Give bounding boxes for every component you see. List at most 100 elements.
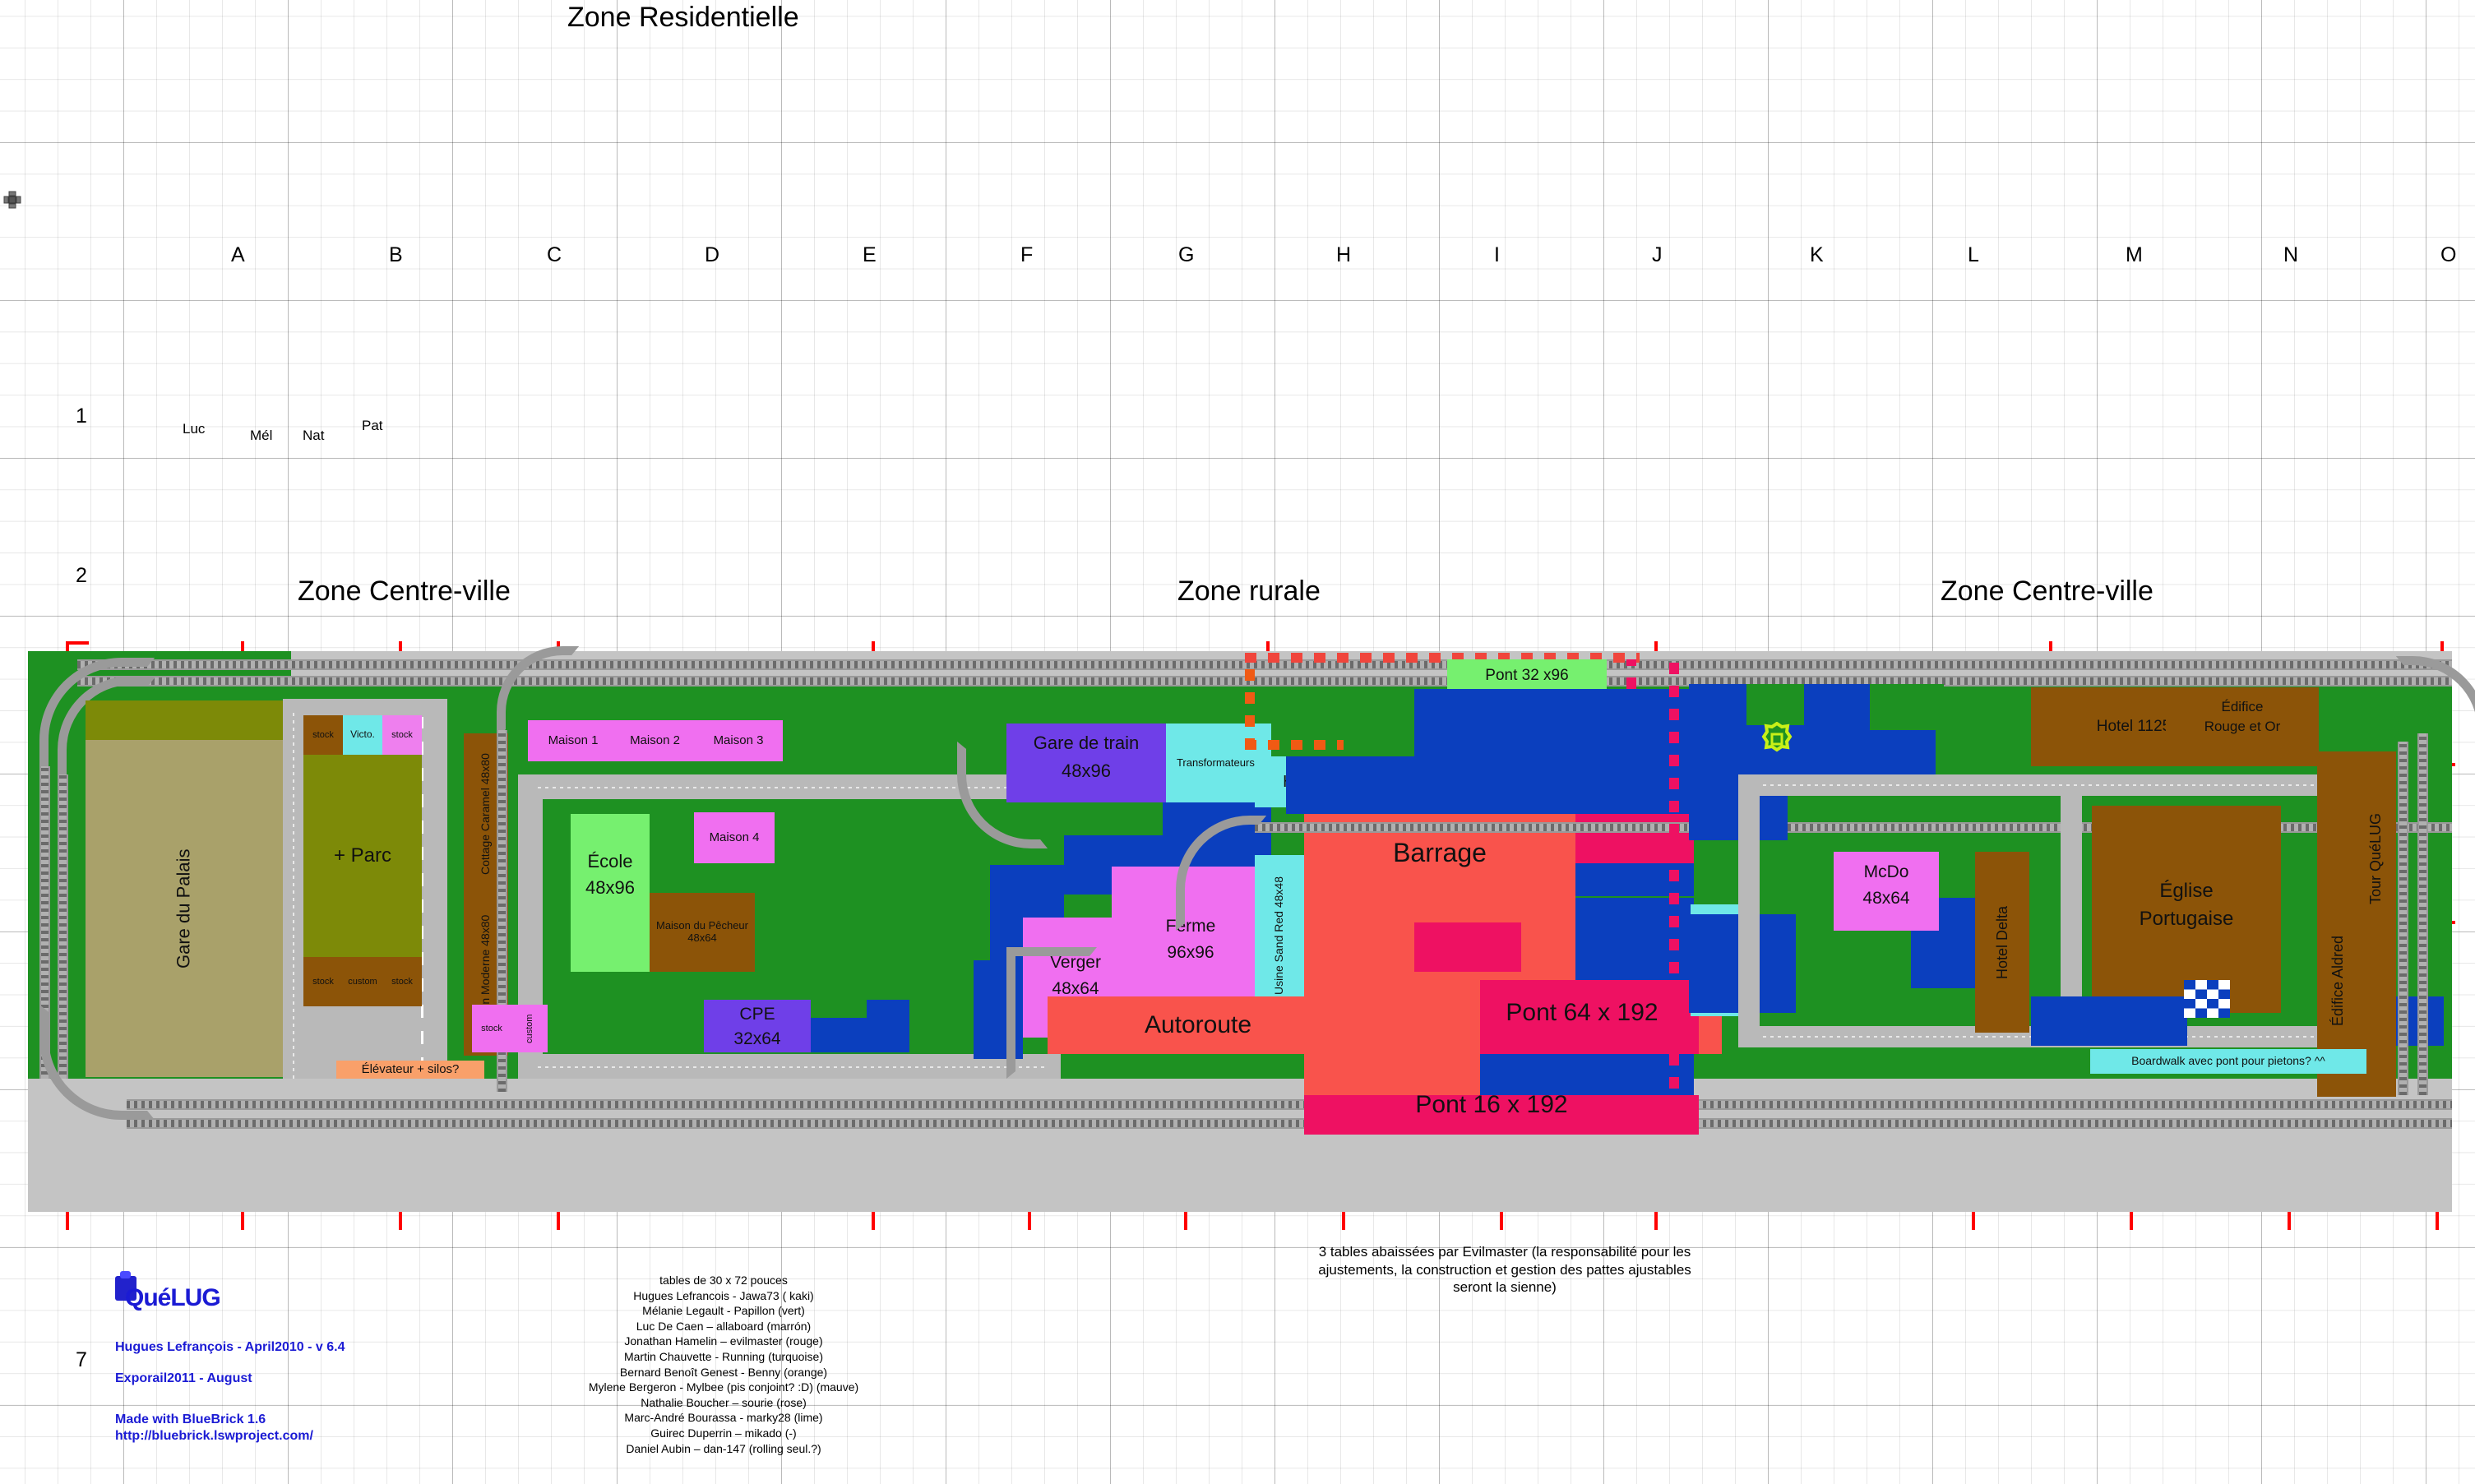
person-tag-nat: Nat [303,428,325,443]
eglise-portugaise-block[interactable] [2092,806,2281,1013]
maison-2-label: Maison 2 [630,733,680,747]
maison-4-label: Maison 4 [709,830,760,844]
stock-lower-label: stock [481,1023,502,1033]
tick-corner [66,641,89,645]
victo-label: Victo. [350,728,375,741]
tour-quelug-block[interactable] [2317,751,2396,1097]
grid-column-d: D [705,243,720,266]
ecole-label-2: 48x96 [585,876,635,898]
grid-row-7: 7 [76,1348,87,1371]
boardwalk-block[interactable] [2090,1049,2366,1074]
rail-curve-c [497,646,579,737]
maison-4-block[interactable] [694,812,775,863]
tick-bottom-10 [1972,1210,1975,1230]
credit-url[interactable]: http://bluebrick.lswproject.com/ [115,1429,313,1443]
rail-south-1 [127,1099,2452,1110]
rail-curve-nw-outer [39,658,155,781]
zone-title-residentielle: Zone Residentielle [567,2,799,33]
hotel-1125-label: Hotel 1125 [2096,718,2172,736]
boardwalk-label: Boardwalk avec pont pour pietons? ^^ [2131,1054,2325,1068]
quelug-logo-text: QuéLUG [125,1284,221,1311]
mcdo-label-1: McDo [1863,862,1909,882]
water-cpe-east-2 [867,1000,909,1018]
parc-block[interactable] [303,755,422,957]
stock-custom-lower-block[interactable] [472,1005,548,1052]
rail-east-outer [2417,733,2428,1095]
barrage-crimson-mid [1414,922,1521,972]
cpe-block[interactable] [704,1000,811,1052]
maison-3-label: Maison 3 [713,733,764,747]
tick-bottom-8 [1500,1210,1503,1230]
water-pont-south [1480,1054,1681,1097]
parc-label: + Parc [333,844,392,867]
tick-bottom-3 [557,1210,560,1230]
members-credit-block: tables de 30 x 72 pouces Hugues Lefranco… [543,1273,904,1456]
road-dash-east-top [1763,784,2339,786]
zone-title-rurale: Zone rurale [1177,576,1321,607]
layout-board[interactable]: Gare du Palais stock Victo. stock + Parc… [28,646,2475,1212]
grid-row-2: 2 [76,564,87,587]
grid-column-f: F [1020,243,1034,266]
stock-sw-label: stock [312,976,334,987]
pont-16x192-label: Pont 16 x 192 [1415,1091,1568,1119]
road-east-left [1738,774,1760,1046]
pont-32x96-label: Pont 32 x96 [1485,667,1569,685]
maison-du-pecheur-block[interactable] [650,893,755,972]
grid-column-l: L [1968,243,1979,266]
grid-row-1: 1 [76,405,87,428]
eglise-portugaise-label-2: Portugaise [2139,907,2234,930]
rail-curve-autoroute [1006,947,1097,1079]
pont-32x96-block[interactable] [1447,659,1607,692]
rail-curve-ne-outer [2396,656,2475,755]
roundabout-icon [1761,722,1793,752]
green-east-patch-2 [1870,684,1944,730]
stock-nw-block[interactable] [303,715,343,755]
rail-curve-sw-outer [39,1005,155,1120]
stock-ne-block[interactable] [382,715,422,755]
grid-column-m: M [2126,243,2143,266]
tour-quelug-label: Tour QuéLUG [2366,812,2384,904]
grid-column-o: O [2440,243,2457,266]
maison-1-label: Maison 1 [548,733,599,747]
stock-nw-label: stock [312,729,334,740]
tick-bottom-0 [66,1210,69,1230]
grid-column-k: K [1810,243,1824,266]
road-dash-parc-right [421,717,423,1070]
ferme-label-2: 96x96 [1167,943,1214,963]
pont-64x192-block[interactable] [1480,980,1699,1054]
custom-lower-label: custom [524,1014,534,1043]
tick-bottom-12 [2288,1210,2291,1230]
quelug-brick-icon [115,1276,136,1301]
credit-event: Exporail2011 - August [115,1371,252,1385]
member-line: Luc De Caen – allaboard (marrón) [636,1319,812,1333]
credit-author: Hugues Lefrançois - April2010 - v 6.4 [115,1340,345,1354]
person-tag-mel: Mél [250,428,273,443]
water-hangar-east [1286,756,1418,814]
hotel-delta-block[interactable] [1975,852,2029,1033]
gare-palais-roof [86,700,283,740]
stock-ne-label: stock [391,729,413,740]
grid-column-i: I [1494,243,1500,266]
member-line: Nathalie Boucher – sourie (rose) [641,1395,807,1409]
green-east-patch-1 [1746,684,1804,725]
elevateur-silos-label-1: Élévateur + silos? [361,1061,460,1076]
stock-row-south[interactable] [303,957,422,1006]
person-tag-luc: Luc [183,421,206,437]
tick-bottom-7 [1342,1210,1345,1230]
road-dash-res-bottom [538,1066,1048,1068]
ecole-block[interactable] [571,814,650,972]
victo-block[interactable] [343,715,382,755]
member-line: Guirec Duperrin – mikado (-) [650,1426,797,1440]
credit-tool: Made with BlueBrick 1.6 [115,1412,266,1426]
rail-east-inner [2398,742,2408,1095]
pont-16x192-block[interactable] [1304,1095,1699,1135]
grid-column-h: H [1336,243,1352,266]
mcdo-block[interactable] [1834,852,1939,931]
evilmaster-note: 3 tables abaissées par Evilmaster (la re… [1318,1244,1691,1296]
quelug-stud-icon [120,1271,131,1278]
zone-title-centre-ville-ouest: Zone Centre-ville [298,576,511,607]
maison-row-block[interactable] [528,720,783,761]
hotel-delta-label: Hotel Delta [1993,905,2010,979]
tick-bottom-6 [1184,1210,1187,1230]
edifice-rouge-et-or-block[interactable] [2166,687,2319,766]
